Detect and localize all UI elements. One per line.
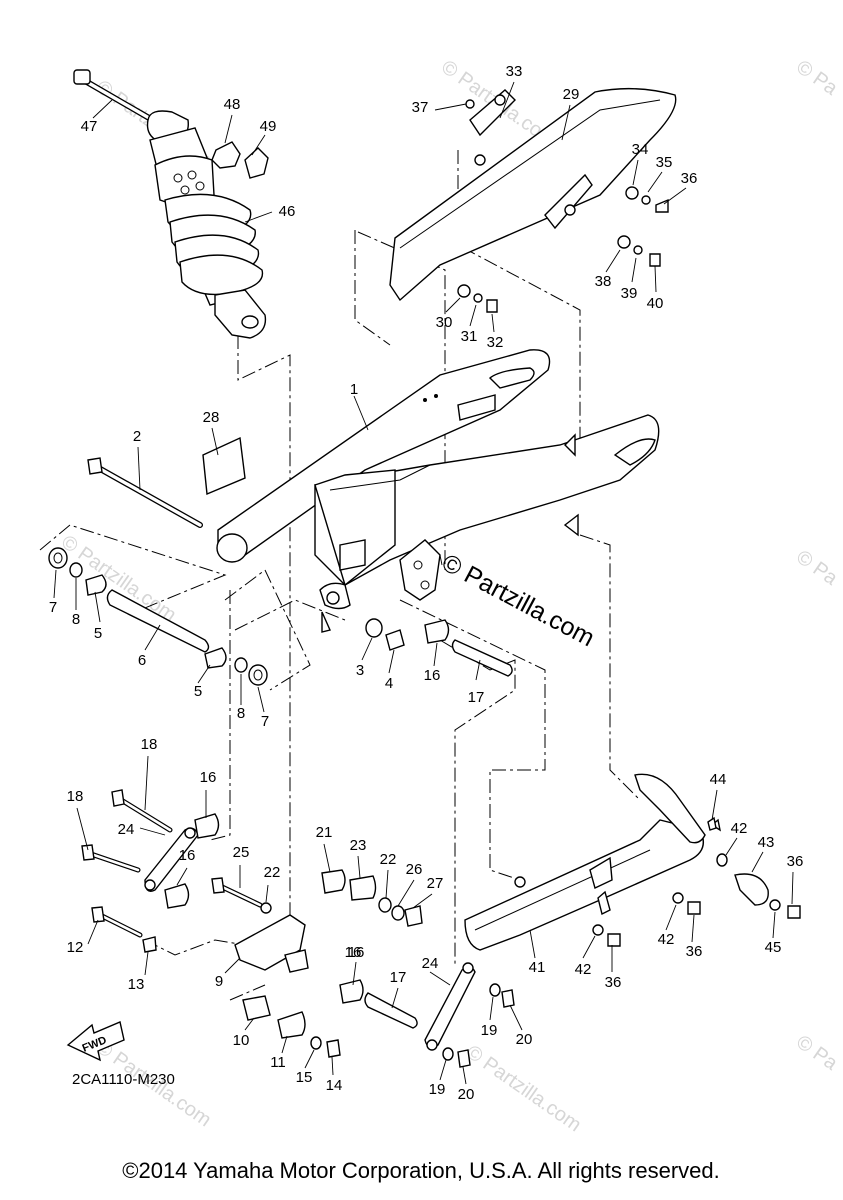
swingarm (216, 349, 660, 587)
chain-guard-lower (464, 773, 801, 951)
watermark: © Pa (792, 1031, 842, 1075)
callout-labels: 1 2 3 4 5 5 6 7 7 8 8 9 10 11 12 13 14 1… (49, 63, 804, 1103)
chain-guard-upper (389, 87, 677, 302)
callout-label: 6 (138, 652, 146, 669)
callout-label: 18 (67, 788, 84, 805)
callout-label: 44 (710, 771, 727, 788)
callout-label: 28 (203, 409, 220, 426)
callout-label: 30 (436, 314, 453, 331)
callout-label: 8 (72, 611, 80, 628)
callout-label: 1 (350, 381, 358, 398)
callout-label: 15 (296, 1069, 313, 1086)
callout-label: 38 (595, 273, 612, 290)
callout-label: 19 (429, 1081, 446, 1098)
pivot-bolt (87, 457, 203, 528)
callout-label: 20 (516, 1031, 533, 1048)
callout-label: 36 (605, 974, 622, 991)
callout-label: 19 (481, 1022, 498, 1039)
callout-label: 36 (681, 170, 698, 187)
callout-label: 11 (270, 1054, 286, 1071)
callout-label: 47 (81, 118, 98, 135)
callout-label: 27 (427, 875, 444, 892)
callout-label: 8 (237, 705, 245, 722)
callout-label: 18 (141, 736, 158, 753)
callout-label: 20 (458, 1086, 475, 1103)
callout-label: 42 (731, 820, 748, 837)
callout-label: 22 (264, 864, 281, 881)
callout-label: 34 (632, 141, 649, 158)
callout-label: 7 (261, 713, 269, 730)
callout-label: 22 (380, 851, 397, 868)
callout-label: 16 (424, 667, 441, 684)
callout-label: 4 (385, 675, 393, 692)
callout-label: 42 (575, 961, 592, 978)
callout-label: 25 (233, 844, 250, 861)
callout-label: 32 (487, 334, 504, 351)
relay-arm-assembly (81, 789, 515, 1068)
callout-label: 45 (765, 939, 782, 956)
assembly-lines (39, 150, 641, 1001)
callout-label: 43 (758, 834, 775, 851)
callout-label: 5 (194, 683, 202, 700)
callout-label: 35 (656, 154, 673, 171)
callout-label: 17 (468, 689, 485, 706)
callout-label: 2 (133, 428, 141, 445)
callout-label: 5 (94, 625, 102, 642)
callout-label: 14 (326, 1077, 343, 1094)
callout-label: 16 (348, 944, 365, 961)
leader-lines (53, 81, 794, 1085)
watermark: © Partzilla.com (462, 1041, 585, 1136)
callout-label: 13 (128, 976, 145, 993)
callout-label: 37 (412, 99, 429, 116)
mounting-bracket (319, 539, 441, 633)
callout-label: 41 (529, 959, 546, 976)
callout-label: 31 (461, 328, 478, 345)
callout-label: 16 (179, 847, 196, 864)
callout-label: 26 (406, 861, 423, 878)
callout-label: 10 (233, 1032, 250, 1049)
center-bushings (365, 618, 513, 677)
label-sticker (202, 436, 246, 496)
callout-label: 40 (647, 295, 664, 312)
callout-label: 23 (350, 837, 367, 854)
callout-label: 17 (390, 969, 407, 986)
callout-label: 39 (621, 285, 638, 302)
callout-label: 24 (422, 955, 439, 972)
callout-label: 7 (49, 599, 57, 616)
rear-shock-absorber (73, 69, 269, 339)
callout-label: 42 (658, 931, 675, 948)
callout-label: 12 (67, 939, 84, 956)
callout-label: 9 (215, 973, 223, 990)
callout-label: 46 (279, 203, 296, 220)
callout-label: 3 (356, 662, 364, 679)
hardware-upper-right (457, 186, 669, 313)
watermark: © Pa (792, 546, 842, 590)
partzilla-watermark: © Partzilla.com (437, 549, 599, 653)
callout-label: 16 (200, 769, 217, 786)
callout-label: 21 (316, 824, 333, 841)
pivot-collars (48, 547, 268, 686)
copyright-notice: ©2014 Yamaha Motor Corporation, U.S.A. A… (122, 1158, 719, 1183)
callout-label: 49 (260, 118, 277, 135)
callout-label: 24 (118, 821, 135, 838)
callout-label: 36 (686, 943, 703, 960)
callout-label: 36 (787, 853, 804, 870)
callout-label: 29 (563, 86, 580, 103)
forward-arrow-icon: FWD (66, 1021, 125, 1062)
diagram-code: 2CA1110-M230 (72, 1071, 175, 1088)
watermark: © Pa (792, 56, 842, 100)
callout-label: 48 (224, 96, 241, 113)
callout-label: 16 (345, 944, 362, 961)
callout-label: 33 (506, 63, 523, 80)
